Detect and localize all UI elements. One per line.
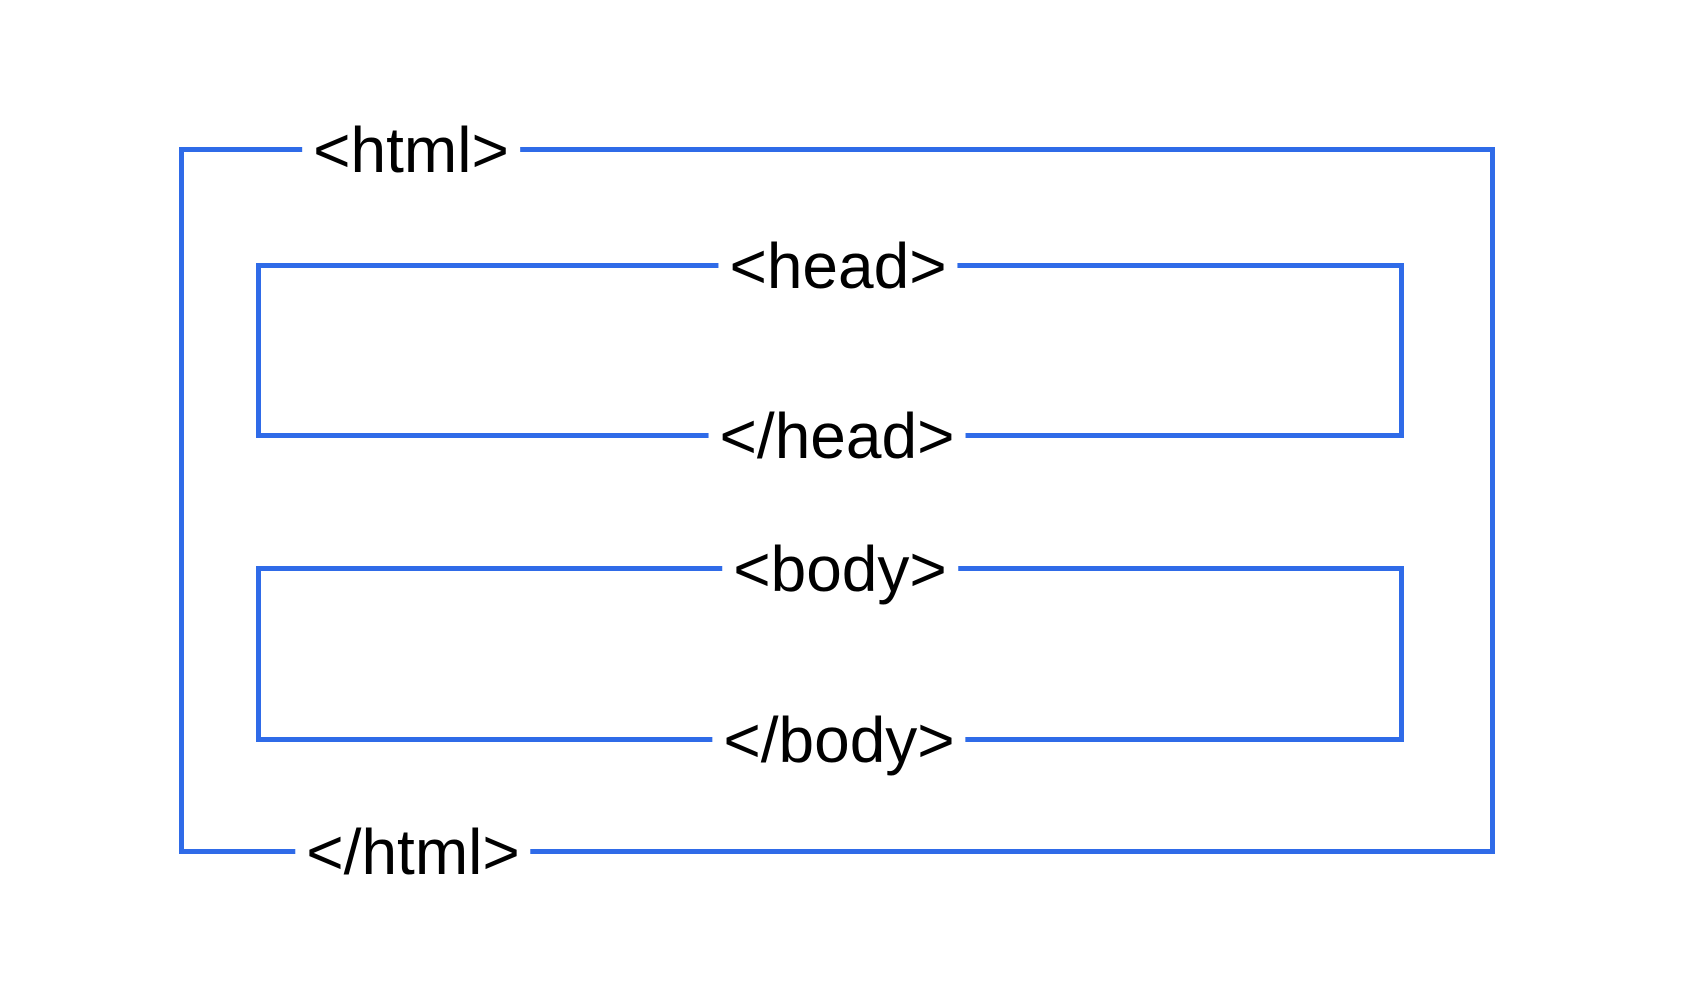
html-close-tag-label: </html> [295, 816, 531, 890]
html-open-tag-label: <html> [302, 114, 520, 188]
head-open-tag-label: <head> [718, 230, 958, 304]
body-open-tag-label: <body> [722, 533, 958, 607]
head-close-tag-label: </head> [708, 400, 966, 474]
body-close-tag-label: </body> [712, 704, 966, 778]
html-element-box [179, 147, 1495, 854]
